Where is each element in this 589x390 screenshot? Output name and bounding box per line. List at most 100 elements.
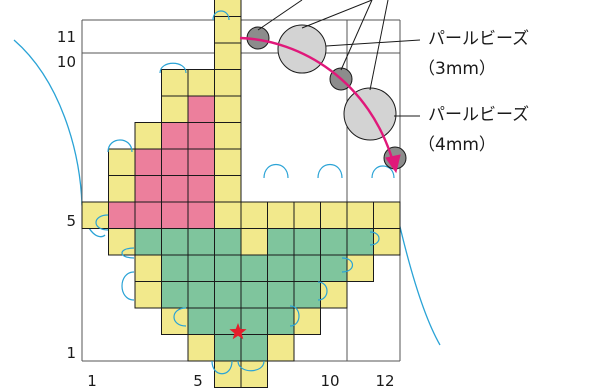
bead-cell <box>214 334 242 362</box>
bead-cell <box>293 201 321 229</box>
bead-cell <box>134 228 162 256</box>
thread-loop <box>121 247 135 259</box>
thread-loop <box>211 360 233 375</box>
bead-cell <box>214 175 242 203</box>
thread-loop <box>341 257 354 273</box>
bead-cell <box>214 95 242 123</box>
thread-loop <box>173 307 187 327</box>
bead-cell <box>187 95 215 123</box>
thread-loop <box>107 139 133 153</box>
thread-loops <box>95 10 395 375</box>
leader-line <box>340 0 373 71</box>
bead-cell <box>161 95 189 123</box>
bead-cell <box>187 201 215 229</box>
bead-cell <box>161 228 189 256</box>
bead-cell <box>267 334 295 362</box>
bead-cell <box>187 228 215 256</box>
pearl-3mm-bead <box>277 24 327 74</box>
y-axis-label: 5 <box>66 212 76 230</box>
bead-cell <box>187 281 215 309</box>
bead-cell <box>187 122 215 150</box>
bead-cell <box>187 254 215 282</box>
bead-cell <box>214 42 242 70</box>
bead-cell <box>187 334 215 362</box>
bead-cell <box>267 228 295 256</box>
bead-cell <box>214 16 242 44</box>
bead-cell <box>240 228 268 256</box>
bead-cell <box>187 307 215 335</box>
y-axis-labels: 11 10 5 1 <box>57 28 76 362</box>
y-axis-label: 1 <box>66 344 76 362</box>
bead-cell <box>240 281 268 309</box>
leader-line <box>369 0 389 91</box>
bead-cell <box>240 334 268 362</box>
bead-cell <box>108 175 136 203</box>
bead-cell <box>293 228 321 256</box>
bead-cell <box>161 201 189 229</box>
bead-cell <box>214 201 242 229</box>
x-axis-labels: 1 5 10 12 <box>87 372 394 390</box>
bead-cell <box>214 254 242 282</box>
bead-cell <box>161 281 189 309</box>
bead-cell <box>161 69 189 97</box>
bead-cell <box>240 201 268 229</box>
thread-right <box>394 204 441 346</box>
bead-cell <box>346 228 374 256</box>
pearl-3mm-size: （3mm） <box>418 59 496 79</box>
bead-cell <box>108 148 136 176</box>
pearl-4mm-label: パールビーズ <box>428 105 529 125</box>
thread-loop <box>317 163 343 179</box>
x-axis-label: 10 <box>320 372 339 390</box>
thread-loop <box>317 281 328 301</box>
thread-loop <box>159 62 187 74</box>
thread-loop <box>371 165 395 179</box>
bead-cell <box>373 201 401 229</box>
thread-loop <box>121 271 135 301</box>
bead-cells <box>81 0 401 388</box>
bead-cell <box>214 69 242 97</box>
bead-cell <box>293 281 321 309</box>
pearl-beads <box>239 0 421 174</box>
bead-cell <box>214 148 242 176</box>
bead-cell <box>134 201 162 229</box>
y-axis-label: 11 <box>57 28 76 46</box>
pearl-3mm-label: パールビーズ <box>428 29 529 49</box>
x-axis-label: 12 <box>375 372 394 390</box>
bead-cell <box>214 360 242 388</box>
direction-arrow <box>239 36 396 166</box>
bead-cell <box>320 281 348 309</box>
bead-cell <box>161 122 189 150</box>
bead-cell <box>320 228 348 256</box>
leader-line <box>257 0 303 31</box>
bead-cell <box>161 148 189 176</box>
bead-cell <box>240 307 268 335</box>
thread-loop <box>263 163 289 179</box>
thread-loop <box>95 214 109 231</box>
bead-cell <box>134 175 162 203</box>
x-axis-label: 5 <box>193 372 203 390</box>
leader-line <box>325 39 421 47</box>
x-axis-label: 1 <box>87 372 97 390</box>
thread-left <box>13 39 106 238</box>
thread-loop <box>212 10 230 21</box>
bead-cell <box>214 228 242 256</box>
leader-line <box>301 0 373 29</box>
bead-cell <box>320 254 348 282</box>
bead-cell <box>161 254 189 282</box>
thread-loop <box>237 360 265 372</box>
thread-loop <box>369 231 380 246</box>
bead-cell <box>214 281 242 309</box>
bead-cell <box>293 254 321 282</box>
bead-cell <box>346 201 374 229</box>
bead-cell <box>134 122 162 150</box>
pearl-4mm-size: （4mm） <box>418 135 496 155</box>
bead-cell <box>267 281 295 309</box>
y-axis-label: 10 <box>57 53 76 71</box>
bead-cell <box>187 148 215 176</box>
bead-cell <box>267 201 295 229</box>
bead-cell <box>240 254 268 282</box>
thread-loop <box>289 305 300 327</box>
bead-cell <box>134 281 162 309</box>
